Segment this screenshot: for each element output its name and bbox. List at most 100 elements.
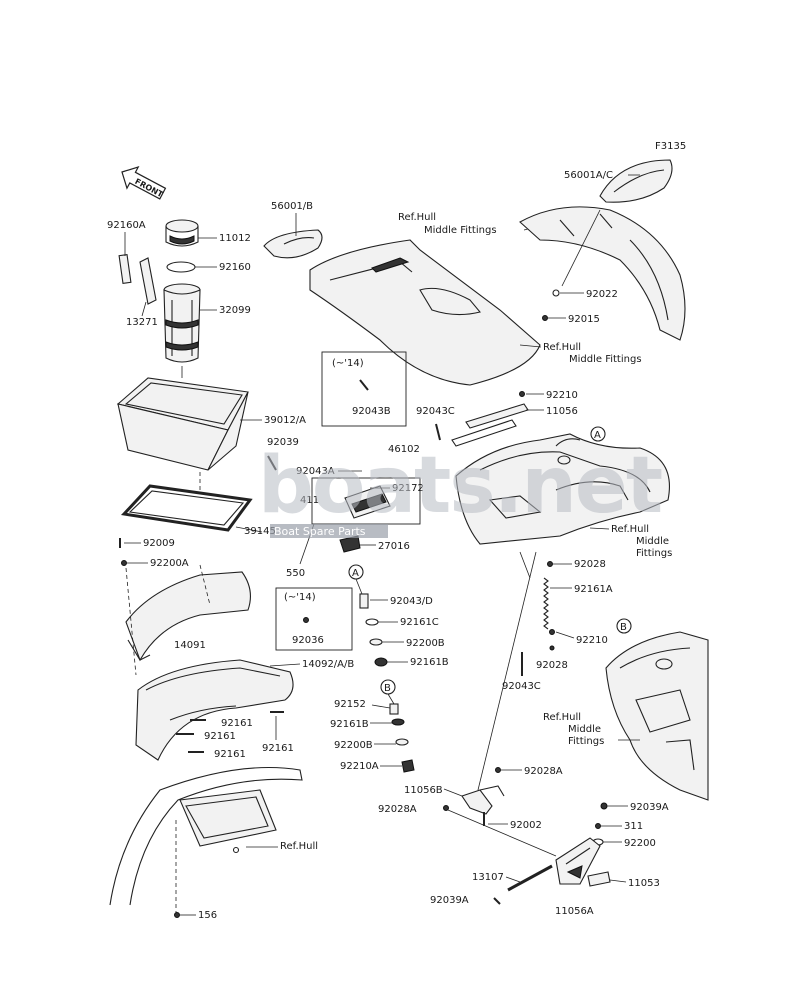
figure-code: F3135 xyxy=(655,141,686,152)
label-14092AB: 14092/A/B xyxy=(302,659,354,670)
ref4-line1: Ref.Hull xyxy=(543,712,581,723)
washer-92022 xyxy=(552,289,560,297)
label-11056B: 11056B xyxy=(404,785,443,796)
label-92172: 92172 xyxy=(392,483,424,494)
panel-14091 xyxy=(125,564,251,676)
label-92152: 92152 xyxy=(334,699,366,710)
label-92210-top: 92210 xyxy=(546,390,578,401)
collar-92152 xyxy=(389,703,399,715)
label-92160: 92160 xyxy=(219,262,251,273)
label-11053: 11053 xyxy=(628,878,660,889)
middle-fittings-tray xyxy=(455,433,670,545)
gasket-39145 xyxy=(120,484,253,532)
strap-13271 xyxy=(139,257,157,305)
label-32099: 32099 xyxy=(219,305,251,316)
label-92043C-top: 92043C xyxy=(416,406,455,417)
watermark-tagline: Boat Spare Parts xyxy=(274,525,366,538)
label-92036: 92036 xyxy=(292,635,324,646)
washer-92200b-b xyxy=(395,738,409,746)
filler-neck-32099 xyxy=(163,283,201,363)
label-92200B-b: 92200B xyxy=(334,740,373,751)
label-92028-b: 92028 xyxy=(536,660,568,671)
label-92200: 92200 xyxy=(624,838,656,849)
ref1-line2: Middle Fittings xyxy=(424,225,497,236)
label-92161B-b: 92161B xyxy=(330,719,369,730)
model-note-2: (~'14) xyxy=(284,592,316,603)
label-56001B: 56001/B xyxy=(271,201,313,212)
label-92039: 92039 xyxy=(267,437,299,448)
washer-92200a xyxy=(121,560,127,566)
ref3-line3: Fittings xyxy=(636,548,672,559)
ref4-line3: Fittings xyxy=(568,736,604,747)
label-27016: 27016 xyxy=(378,541,410,552)
nut-92210a xyxy=(401,759,415,773)
clip-156 xyxy=(174,912,180,918)
svg-text:boats.net: boats.net xyxy=(258,441,662,531)
pin-13107 xyxy=(507,864,553,892)
label-92039A-a: 92039A xyxy=(630,802,669,813)
plate-11053 xyxy=(587,871,611,887)
ref3-line1: Ref.Hull xyxy=(611,524,649,535)
label-92161A: 92161A xyxy=(574,584,613,595)
side-panel-center xyxy=(309,239,541,386)
nut-92015 xyxy=(542,315,548,321)
svg-text:B: B xyxy=(620,622,627,633)
callout-b-right: B xyxy=(616,618,632,634)
label-92015: 92015 xyxy=(568,314,600,325)
washer-92161b-a xyxy=(374,657,388,667)
label-92043A: 92043A xyxy=(296,466,335,477)
label-92161C: 92161C xyxy=(400,617,439,628)
label-13107: 13107 xyxy=(472,872,504,883)
nut-92028-a xyxy=(547,561,553,567)
svg-text:A: A xyxy=(352,568,359,579)
washer-92161c xyxy=(365,618,379,626)
label-39145: 39145 xyxy=(244,526,276,537)
oring-92160 xyxy=(166,261,196,273)
bolt-92039 xyxy=(267,455,277,471)
label-411: 411 xyxy=(300,495,319,506)
label-92028-a: 92028 xyxy=(574,559,606,570)
label-92160A: 92160A xyxy=(107,220,146,231)
front-arrow-icon: FRONT xyxy=(121,166,167,200)
ref4-line2: Middle xyxy=(568,724,601,735)
label-92210A: 92210A xyxy=(340,761,379,772)
label-92161-b: 92161 xyxy=(204,731,236,742)
hook-11056b xyxy=(461,785,505,815)
label-11012: 11012 xyxy=(219,233,251,244)
bolt-92039a-b xyxy=(493,897,501,905)
svg-text:A: A xyxy=(594,430,601,441)
label-11056A: 11056A xyxy=(555,906,594,917)
label-92161-c: 92161 xyxy=(214,749,246,760)
label-92043D: 92043/D xyxy=(390,596,433,607)
cap-11012 xyxy=(165,219,199,247)
label-92039A-b: 92039A xyxy=(430,895,469,906)
label-92022: 92022 xyxy=(586,289,618,300)
nut-92210-mid xyxy=(549,629,555,635)
nut-92210-top xyxy=(519,391,525,397)
label-92043C-mid: 92043C xyxy=(502,681,541,692)
ref-hull-lower: Ref.Hull xyxy=(280,841,318,852)
nut-92028a-b xyxy=(443,805,449,811)
clips-92161 xyxy=(176,711,284,753)
washer-92200b-a xyxy=(369,638,383,646)
svg-text:B: B xyxy=(384,683,391,694)
label-92043B: 92043B xyxy=(352,406,391,417)
nut-92028-b xyxy=(549,645,555,651)
knob-27016 xyxy=(339,535,361,553)
label-92161-d: 92161 xyxy=(262,743,294,754)
plate-92160a xyxy=(118,253,132,285)
label-92200B-a: 92200B xyxy=(406,638,445,649)
mirror-56001ac xyxy=(599,159,673,203)
label-39012A: 39012/A xyxy=(264,415,306,426)
spring-92161a xyxy=(543,577,549,630)
label-92200A: 92200A xyxy=(150,558,189,569)
label-92028A-a: 92028A xyxy=(524,766,563,777)
ref2-line2: Middle Fittings xyxy=(569,354,642,365)
mirror-56001b xyxy=(263,229,323,259)
model-note-1: (~'14) xyxy=(332,358,364,369)
latch-92172 xyxy=(344,485,391,519)
storage-box-39012 xyxy=(116,377,249,471)
ref2-line1: Ref.Hull xyxy=(543,342,581,353)
middle-fittings-lower-right xyxy=(605,631,709,801)
